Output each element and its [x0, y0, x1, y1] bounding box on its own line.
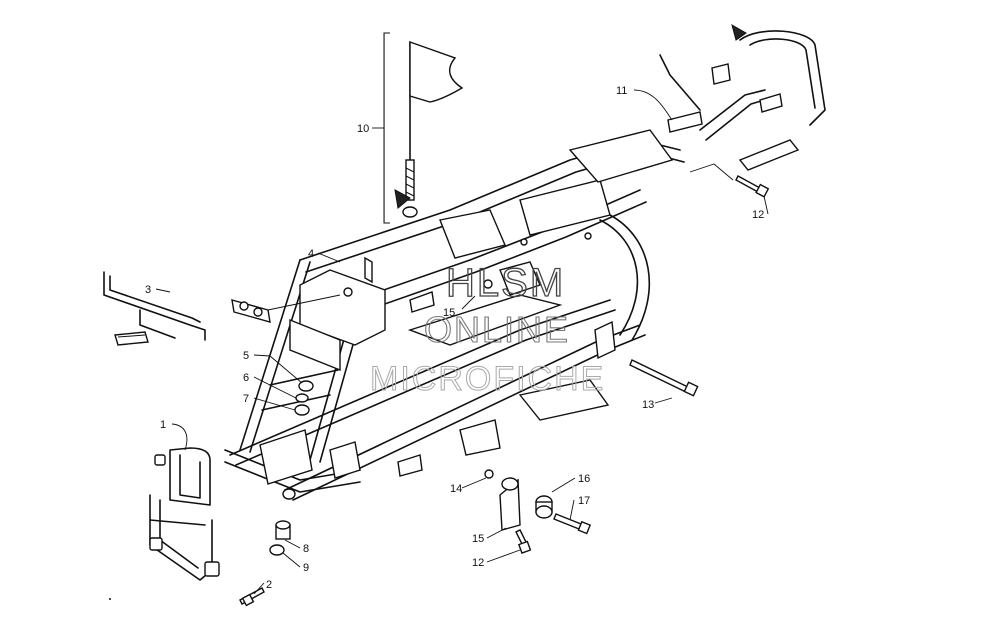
- callout-6: 6: [243, 372, 249, 384]
- callout-9: 9: [303, 562, 309, 574]
- callout-17: 17: [578, 495, 590, 507]
- callout-16: 16: [578, 473, 590, 485]
- callout-1: 1: [160, 419, 166, 431]
- watermark-line-2: ONLINE: [424, 309, 570, 350]
- rear-bumper: [659, 23, 826, 171]
- callout-13: 13: [642, 399, 654, 411]
- hinge-pin: [231, 299, 271, 323]
- front-bumper: [149, 447, 220, 581]
- callout-5: 5: [243, 350, 249, 362]
- hardware: [239, 175, 770, 607]
- callout-14: 14: [450, 483, 462, 495]
- stray-dot: [109, 598, 111, 600]
- callout-labels: 1 2 3 4 5 6 7 8 9 10 11 12 12 13 14 15 1…: [145, 85, 764, 591]
- callout-12-lower: 12: [472, 557, 484, 569]
- watermark-line-3: MICROFICHE: [370, 360, 605, 398]
- callout-11: 11: [616, 85, 627, 97]
- callout-12-upper: 12: [752, 209, 764, 221]
- main-frame: [224, 129, 685, 501]
- callout-8: 8: [303, 543, 309, 555]
- callout-15-lower: 15: [472, 533, 484, 545]
- watermark-line-1: HLSM: [446, 261, 565, 305]
- callout-15-upper: 15: [443, 307, 455, 319]
- callout-10: 10: [357, 123, 369, 135]
- safety-flag: [383, 32, 464, 224]
- watermark: HLSM ONLINE MICROFICHE: [370, 260, 605, 398]
- callout-2: 2: [266, 579, 272, 591]
- callout-7: 7: [243, 393, 249, 405]
- step-bracket: [103, 271, 206, 346]
- leader-lines: [155, 89, 769, 595]
- callout-3: 3: [145, 284, 151, 296]
- callout-4: 4: [308, 248, 314, 260]
